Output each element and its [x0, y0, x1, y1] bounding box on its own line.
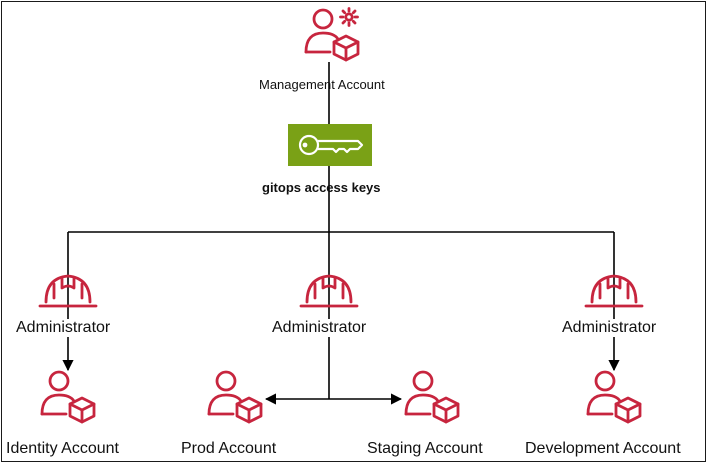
identity-account-user-box-icon [40, 370, 96, 424]
development-account-label: Development Account [525, 440, 681, 457]
access-keys-label: gitops access keys [262, 180, 381, 195]
admin-hard-hat-icon-left [38, 274, 98, 308]
identity-account-label: Identity Account [6, 440, 119, 457]
staging-account-user-box-icon [404, 370, 460, 424]
staging-account-label: Staging Account [367, 440, 483, 457]
admin-hard-hat-icon-center [299, 274, 359, 308]
admin-label-right: Administrator [561, 319, 658, 337]
management-account-label: Management Account [259, 77, 385, 92]
prod-account-user-box-icon [207, 370, 263, 424]
development-account-user-box-icon [586, 370, 642, 424]
connectors [62, 62, 620, 405]
admin-hard-hat-icon-right [584, 274, 644, 308]
prod-account-label: Prod Account [181, 440, 277, 457]
access-keys-icon [288, 124, 372, 166]
admin-label-left: Administrator [15, 319, 112, 337]
admin-label-center: Administrator [271, 319, 368, 337]
management-user-gear-box-icon [304, 7, 360, 62]
